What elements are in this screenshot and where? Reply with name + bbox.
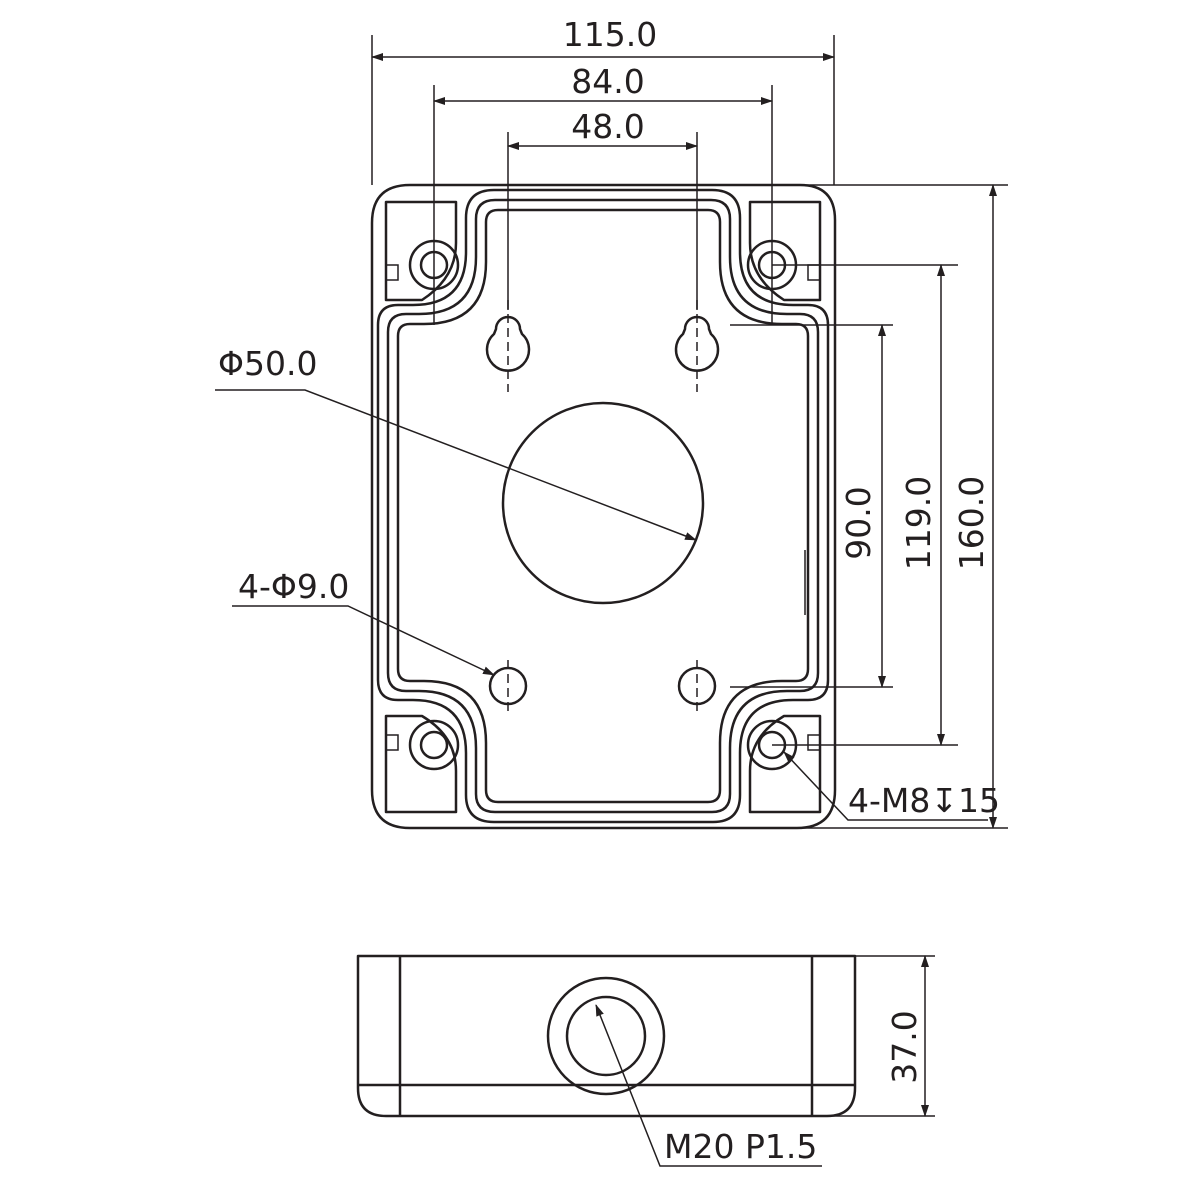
conduit-opening bbox=[565, 995, 647, 1077]
dim-slot-spacing-y: 90.0 bbox=[839, 486, 878, 559]
leader-threaded-holes bbox=[783, 751, 988, 821]
tab-notch-tr bbox=[807, 264, 820, 281]
side-body-outline bbox=[356, 954, 857, 1118]
dim-overall-height: 160.0 bbox=[952, 476, 991, 570]
tab-notch-tl bbox=[386, 264, 399, 281]
housing-outline bbox=[370, 183, 837, 830]
through-hole-left bbox=[488, 666, 528, 706]
top-dimensions: 115.0 84.0 48.0 90.0 119.0 160.0 Φ50.0 4… bbox=[215, 15, 1008, 829]
dim-slot-spacing: 48.0 bbox=[571, 107, 644, 146]
side-dimensions: 37.0 M20 P1.5 bbox=[595, 955, 935, 1167]
dim-side-height: 37.0 bbox=[885, 1010, 924, 1083]
dim-through-holes: 4-Φ9.0 bbox=[238, 567, 349, 606]
side-view bbox=[356, 954, 857, 1118]
center-hole bbox=[501, 401, 705, 605]
top-view bbox=[370, 183, 837, 830]
tab-notch-br bbox=[807, 734, 820, 751]
dim-conduit-thread: M20 P1.5 bbox=[664, 1127, 817, 1166]
threaded-hole-bottom-left-bore bbox=[419, 730, 449, 760]
tab-notch-bl bbox=[386, 734, 399, 751]
dim-bolt-spacing-y: 119.0 bbox=[899, 476, 938, 570]
gasket-outer bbox=[376, 188, 830, 824]
conduit-boss bbox=[546, 976, 666, 1096]
threaded-hole-bottom-left bbox=[408, 719, 460, 771]
corner-boss-bottom-left bbox=[384, 714, 458, 814]
through-hole-right bbox=[677, 666, 717, 706]
dim-threaded-holes: 4-M8↧15 bbox=[848, 781, 1000, 820]
leader-center-hole bbox=[215, 389, 697, 541]
dim-bolt-spacing-x: 84.0 bbox=[571, 62, 644, 101]
corner-boss-bottom-right bbox=[748, 714, 822, 814]
gasket-inner bbox=[396, 208, 810, 804]
dim-center-hole-diameter: Φ50.0 bbox=[218, 344, 317, 383]
leader-conduit-thread bbox=[595, 1004, 822, 1167]
corner-boss-top-right bbox=[748, 200, 822, 302]
dim-overall-width: 115.0 bbox=[563, 15, 657, 54]
gasket-middle bbox=[386, 198, 820, 814]
leader-through-holes bbox=[232, 605, 495, 676]
corner-boss-top-left bbox=[384, 200, 458, 302]
